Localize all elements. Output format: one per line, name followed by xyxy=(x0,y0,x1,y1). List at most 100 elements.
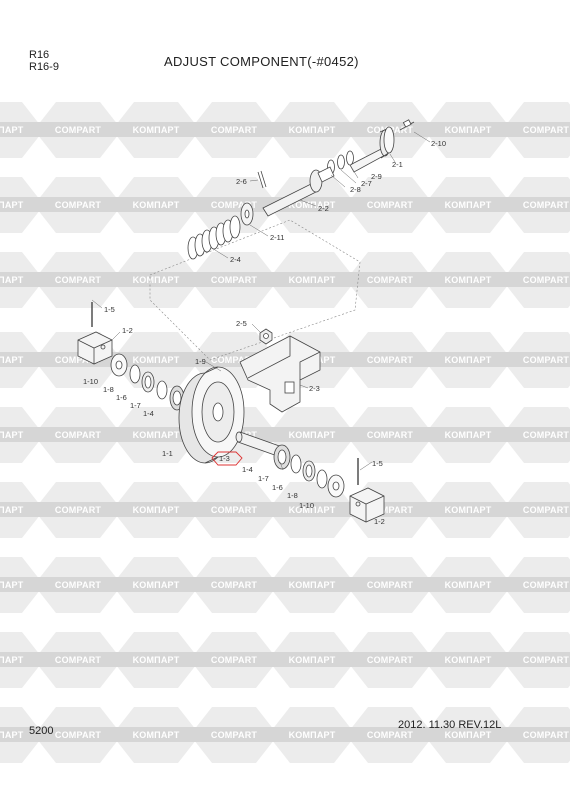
watermark-logo-b: COMPART xyxy=(498,407,570,463)
watermark-text: KOMПAPT xyxy=(289,275,336,285)
watermark-text: KOMПAPT xyxy=(0,730,24,740)
watermark-logo-b: COMPART xyxy=(498,557,570,613)
label-2-4: 2-4 xyxy=(230,255,241,264)
watermark-logo-b: COMPART xyxy=(342,407,438,463)
watermark-text: COMPART xyxy=(523,355,570,365)
label-1-1: 1-1 xyxy=(162,449,173,458)
label-2-8: 2-8 xyxy=(350,185,361,194)
watermark-text: KOMПAPT xyxy=(289,125,336,135)
label-1-4-left: 1-4 xyxy=(143,409,154,418)
bracket-2-3 xyxy=(239,335,321,413)
label-2-9: 2-9 xyxy=(371,172,382,181)
watermark-logo-b: COMPART xyxy=(30,102,126,158)
watermark-text: KOMПAPT xyxy=(133,730,180,740)
watermark-logo-b: COMPART xyxy=(30,707,126,763)
page-number: 5200 xyxy=(29,725,54,737)
block-1-2-left xyxy=(77,331,113,365)
watermark-text: COMPART xyxy=(55,355,102,365)
watermark-logo-b: COMPART xyxy=(498,252,570,308)
watermark-text: KOMПAPT xyxy=(445,125,492,135)
watermark-logo-b: COMPART xyxy=(342,252,438,308)
watermark-logo-b: COMPART xyxy=(30,557,126,613)
watermark-text: KOMПAPT xyxy=(133,125,180,135)
watermark-logo-a: KOMПAPT xyxy=(420,102,516,158)
washer-2-11 xyxy=(240,202,254,226)
watermark-text: KOMПAPT xyxy=(0,580,24,590)
watermark-logo-b: COMPART xyxy=(498,482,570,538)
assembly-outline xyxy=(149,219,361,361)
watermark-text: COMPART xyxy=(211,655,258,665)
seal-2-7 xyxy=(337,154,345,170)
watermark-text: COMPART xyxy=(367,730,414,740)
label-1-2-left: 1-2 xyxy=(122,326,133,335)
label-1-8-left: 1-8 xyxy=(103,385,114,394)
watermark-logo-b: COMPART xyxy=(186,707,282,763)
label-1-10-right: 1-10 xyxy=(299,501,314,510)
watermark-logo-a: KOMПAPT xyxy=(108,707,204,763)
watermark-text: KOMПAPT xyxy=(133,355,180,365)
watermark-logo-a: KOMПAPT xyxy=(264,557,360,613)
washer-1-10-right xyxy=(327,474,345,498)
watermark-logo-b: COMPART xyxy=(186,482,282,538)
watermark-logo-a: KOMПAPT xyxy=(420,557,516,613)
watermark-text: COMPART xyxy=(55,125,102,135)
ring-1-8-right xyxy=(316,469,328,489)
watermark-text: COMPART xyxy=(211,505,258,515)
watermark-text: COMPART xyxy=(523,580,570,590)
watermark-text: COMPART xyxy=(211,730,258,740)
watermark-text: COMPART xyxy=(211,355,258,365)
label-2-11: 2-11 xyxy=(270,233,284,242)
watermark-text: COMPART xyxy=(523,505,570,515)
watermark-text: KOMПAPT xyxy=(0,655,24,665)
watermark-logo-a: KOMПAPT xyxy=(420,407,516,463)
label-2-6: 2-6 xyxy=(236,177,247,186)
rod-2-2 xyxy=(262,166,335,217)
watermark-logo-b: COMPART xyxy=(30,632,126,688)
watermark-logo-b: COMPART xyxy=(186,252,282,308)
cylinder-2-1 xyxy=(349,126,395,173)
grease-fitting-2-10 xyxy=(399,119,415,131)
watermark-text: KOMПAPT xyxy=(133,430,180,440)
watermark-text: KOMПAPT xyxy=(133,200,180,210)
watermark-logo-a: KOMПAPT xyxy=(264,102,360,158)
watermark-text: KOMПAPT xyxy=(289,580,336,590)
watermark-logo-a: KOMПAPT xyxy=(108,177,204,233)
label-1-5-left: 1-5 xyxy=(104,305,115,314)
label-2-7: 2-7 xyxy=(361,179,372,188)
label-1-5-right: 1-5 xyxy=(372,459,383,468)
watermark-text: KOMПAPT xyxy=(445,655,492,665)
watermark-logo-a: KOMПAPT xyxy=(108,557,204,613)
watermark-logo-a: KOMПAPT xyxy=(108,482,204,538)
watermark-logo-b: COMPART xyxy=(186,557,282,613)
watermark-logo-a: KOMПAPT xyxy=(108,102,204,158)
watermark-logo-b: COMPART xyxy=(186,102,282,158)
watermark-logo-b: COMPART xyxy=(30,407,126,463)
watermark-text: KOMПAPT xyxy=(0,430,24,440)
watermark-logo-b: COMPART xyxy=(498,177,570,233)
label-1-4-right: 1-4 xyxy=(242,465,253,474)
watermark-logo-a: KOMПAPT xyxy=(264,407,360,463)
watermark-text: KOMПAPT xyxy=(445,200,492,210)
watermark-text: COMPART xyxy=(55,730,102,740)
diagram-artwork xyxy=(77,119,431,523)
watermark-text: KOMПAPT xyxy=(133,505,180,515)
watermark-text: KOMПAPT xyxy=(445,275,492,285)
watermark-logo-b: COMPART xyxy=(498,102,570,158)
label-2-1: 2-1 xyxy=(392,160,403,169)
watermark-text: COMPART xyxy=(211,580,258,590)
label-1-6-right: 1-6 xyxy=(272,483,283,492)
watermark-text: COMPART xyxy=(55,655,102,665)
watermark-logo-b: COMPART xyxy=(342,557,438,613)
watermark-logo-b: COMPART xyxy=(342,707,438,763)
watermark-text: COMPART xyxy=(211,125,258,135)
watermark-text: COMPART xyxy=(55,580,102,590)
label-1-10-left: 1-10 xyxy=(83,377,98,386)
watermark-logo-a: KOMПAPT xyxy=(264,707,360,763)
watermark-text: COMPART xyxy=(523,200,570,210)
watermark-text: COMPART xyxy=(523,125,570,135)
label-2-2: 2-2 xyxy=(318,204,329,213)
label-1-3: 1-3 xyxy=(219,454,230,463)
seal-1-6-right xyxy=(302,460,316,482)
watermark-text: COMPART xyxy=(367,275,414,285)
